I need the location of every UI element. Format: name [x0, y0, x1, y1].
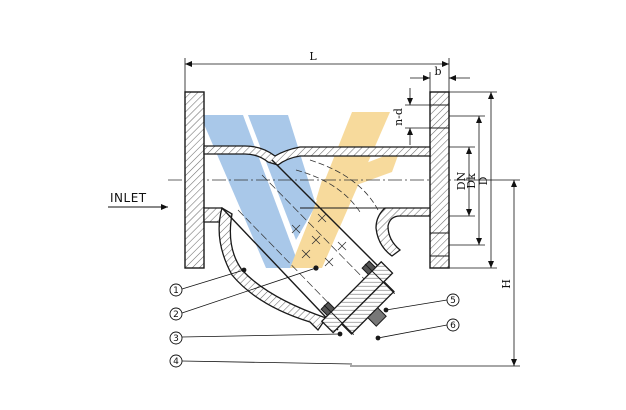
svg-text:2: 2: [173, 310, 179, 320]
svg-text:6: 6: [450, 321, 456, 331]
cover-assembly: [320, 260, 396, 336]
svg-text:4: 4: [173, 357, 179, 367]
callout-5: 5: [385, 293, 460, 311]
dimension-b: [410, 72, 470, 92]
dim-DN-label: DN: [455, 171, 468, 190]
strainer-screen: [221, 159, 389, 331]
dimension-H: [350, 179, 520, 367]
dim-H-label: H: [500, 279, 513, 289]
callout-6: 6: [377, 318, 460, 339]
dim-b-label: b: [434, 65, 441, 78]
inlet-label: INLET: [110, 191, 147, 205]
callout-4: 4: [169, 354, 353, 368]
svg-text:1: 1: [173, 286, 179, 296]
valve-body: [184, 91, 450, 332]
callout-2: 2: [169, 267, 317, 321]
dimension-L: [184, 58, 450, 92]
svg-text:5: 5: [450, 296, 456, 306]
dim-L-label: L: [309, 50, 317, 63]
dim-n-d-label: n-d: [392, 108, 405, 126]
dimension-n-d: [405, 88, 430, 145]
svg-text:3: 3: [173, 334, 179, 344]
dim-D-label: D: [477, 176, 490, 185]
callout-1: 1: [169, 269, 245, 297]
callout-3: 3: [169, 331, 341, 345]
dim-Dk-label: Dk: [465, 173, 478, 189]
